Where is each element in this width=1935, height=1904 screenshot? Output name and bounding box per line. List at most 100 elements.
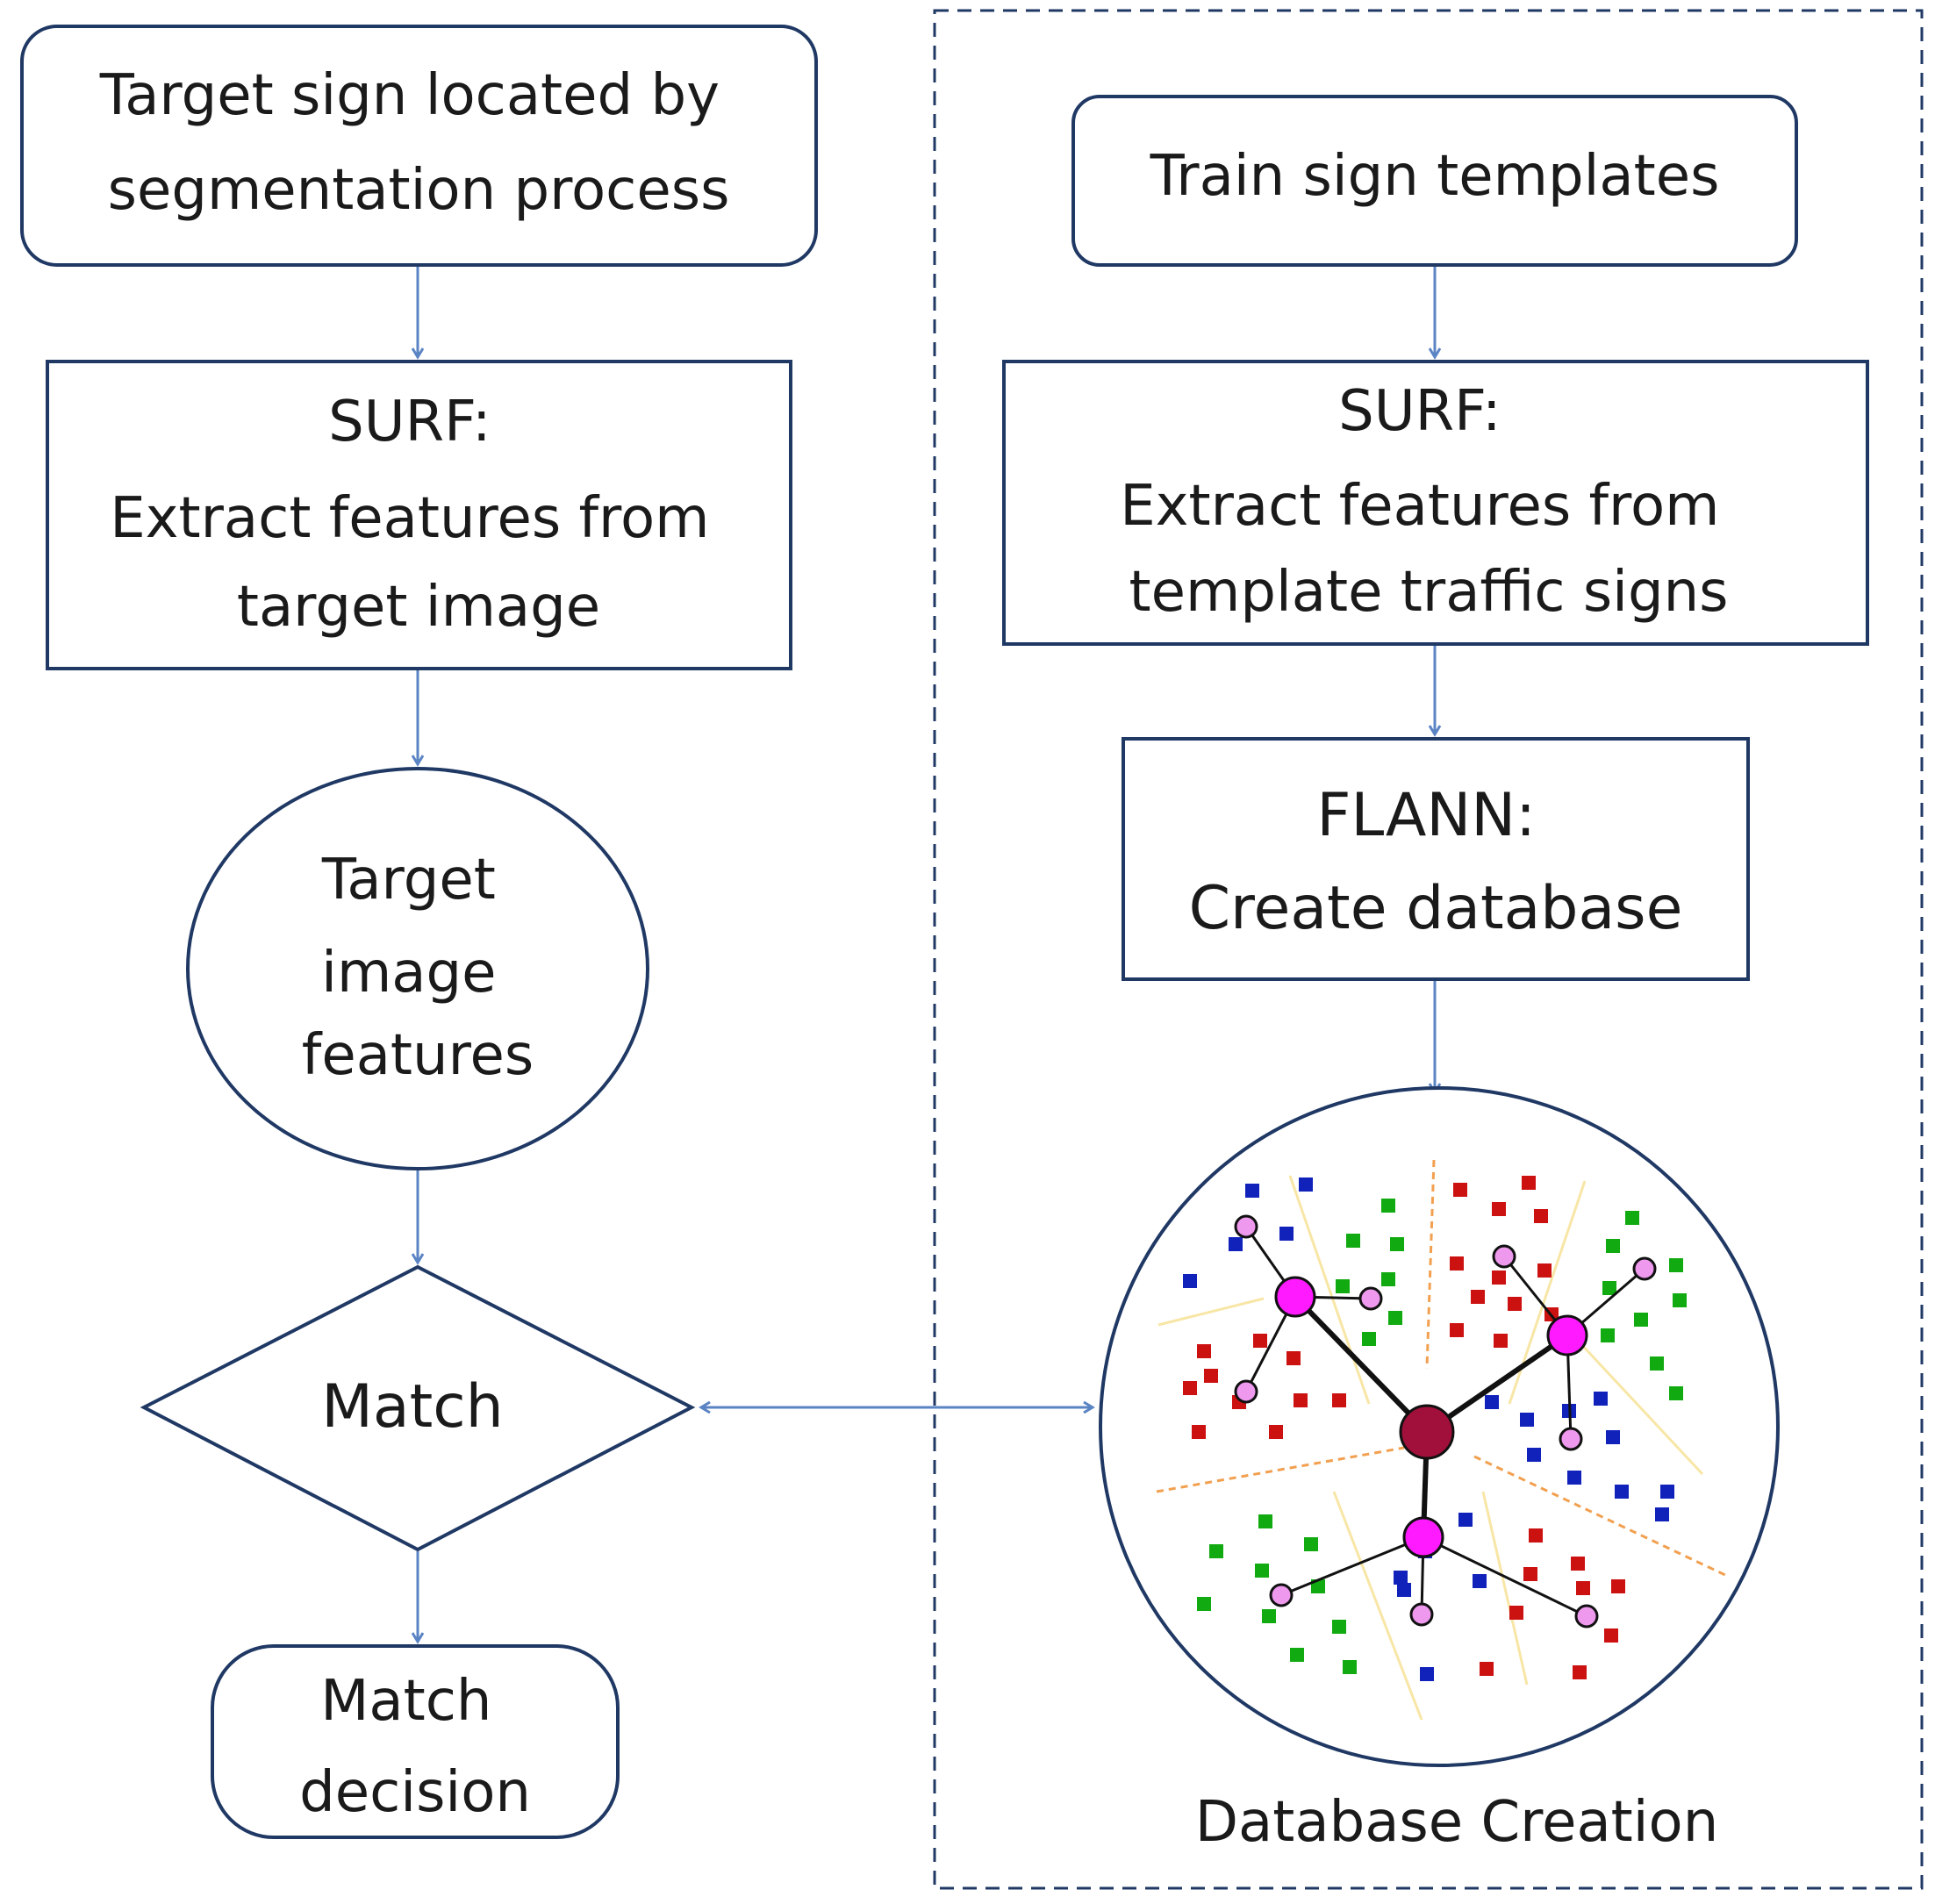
tree-leaf-node xyxy=(1358,1286,1383,1311)
feature-dot xyxy=(1388,1311,1402,1325)
surf-template-line-3: template traffic signs xyxy=(1129,560,1729,625)
feature-dot xyxy=(1650,1356,1664,1371)
feature-dot xyxy=(1253,1334,1267,1348)
feature-dot xyxy=(1453,1183,1467,1197)
feature-dot xyxy=(1527,1448,1541,1462)
tree-inner-node xyxy=(1546,1314,1588,1356)
flann-text: FLANN: Create database xyxy=(1189,781,1683,943)
match-diamond xyxy=(140,1264,696,1552)
feature-dot xyxy=(1332,1620,1346,1634)
feature-dot xyxy=(1197,1597,1211,1611)
tree-leaf-node xyxy=(1559,1427,1583,1451)
feature-dot xyxy=(1197,1344,1211,1358)
feature-dot xyxy=(1669,1258,1683,1272)
train-templates-box xyxy=(1071,95,1798,267)
feature-dot xyxy=(1601,1328,1615,1342)
surf-target-line-2: Extract features from xyxy=(110,486,709,551)
feature-dot xyxy=(1594,1392,1608,1406)
surf-template-line-2: Extract features from xyxy=(1120,474,1719,539)
partition-line xyxy=(1425,1159,1436,1370)
feature-dot xyxy=(1473,1574,1487,1588)
feature-dot xyxy=(1615,1485,1629,1499)
tree-leaf-node xyxy=(1269,1583,1294,1607)
feature-dot xyxy=(1673,1293,1687,1307)
start-box xyxy=(20,25,818,267)
feature-dot xyxy=(1576,1581,1590,1595)
feature-dot xyxy=(1294,1393,1308,1407)
feature-dot xyxy=(1480,1662,1494,1676)
partition-line xyxy=(1288,1175,1371,1405)
target-features-line-1: Target xyxy=(321,848,496,913)
tree-edge xyxy=(1423,1535,1587,1618)
feature-dot xyxy=(1192,1425,1206,1439)
train-templates-text: Train sign templates xyxy=(1150,144,1720,209)
feature-dot xyxy=(1381,1272,1395,1286)
surf-target-text: SURF: Extract features from target image xyxy=(110,390,727,640)
feature-dot xyxy=(1522,1176,1536,1190)
feature-dot xyxy=(1625,1211,1639,1225)
tree-leaf-node xyxy=(1409,1602,1434,1627)
flann-line-1: FLANN: xyxy=(1316,781,1536,850)
feature-dot xyxy=(1509,1606,1523,1620)
tree-dots-green xyxy=(1197,1199,1687,1674)
feature-dot xyxy=(1458,1513,1473,1527)
target-features-line-2: image xyxy=(321,941,496,1006)
feature-dot xyxy=(1471,1290,1485,1304)
feature-dot xyxy=(1485,1395,1499,1409)
start-line-2: segmentation process xyxy=(108,158,730,223)
tree-edge xyxy=(1280,1535,1424,1597)
tree-leaf-node xyxy=(1574,1604,1599,1628)
feature-dot xyxy=(1420,1667,1434,1681)
feature-dot xyxy=(1606,1239,1620,1253)
surf-template-line-1: SURF: xyxy=(1338,379,1501,444)
feature-dot xyxy=(1523,1567,1537,1581)
flann-box xyxy=(1122,737,1750,981)
tree-leaf-node xyxy=(1492,1244,1516,1269)
target-features-text: Target image features xyxy=(302,848,534,1088)
feature-dot xyxy=(1332,1393,1346,1407)
feature-dot xyxy=(1397,1583,1411,1597)
feature-dot xyxy=(1394,1571,1408,1585)
feature-dot xyxy=(1245,1184,1259,1198)
partition-line xyxy=(1481,1491,1529,1686)
feature-dot xyxy=(1573,1665,1587,1679)
feature-dot xyxy=(1655,1507,1669,1521)
target-features-line-3: features xyxy=(302,1023,534,1088)
feature-dot xyxy=(1343,1660,1357,1674)
feature-dot xyxy=(1183,1381,1197,1395)
feature-dot xyxy=(1508,1297,1522,1311)
feature-dot xyxy=(1183,1274,1197,1288)
database-creation-group xyxy=(933,9,1924,1890)
match-decision-box xyxy=(211,1644,620,1839)
feature-dot xyxy=(1492,1271,1506,1285)
feature-dot xyxy=(1604,1628,1618,1643)
feature-dot xyxy=(1286,1351,1301,1365)
partition-line xyxy=(1578,1341,1704,1476)
feature-dot xyxy=(1669,1386,1683,1400)
tree-inner-node xyxy=(1274,1276,1316,1318)
feature-dot xyxy=(1229,1237,1243,1251)
surf-template-box xyxy=(1002,360,1869,646)
start-box-text: Target sign located by segmentation proc… xyxy=(99,63,738,223)
feature-dot xyxy=(1258,1514,1272,1528)
tree-edge xyxy=(1293,1294,1430,1435)
surf-target-line-1: SURF: xyxy=(328,390,491,455)
target-features-circle xyxy=(186,767,649,1170)
flann-line-2: Create database xyxy=(1189,874,1683,943)
start-line-1: Target sign located by xyxy=(99,63,720,128)
feature-dot xyxy=(1255,1564,1269,1578)
partition-line xyxy=(1157,1297,1265,1327)
database-creation-label: Database Creation xyxy=(1195,1790,1719,1855)
tree-inner-node xyxy=(1402,1516,1444,1558)
tree-leaf-node xyxy=(1234,1214,1258,1239)
feature-dot xyxy=(1299,1177,1313,1192)
feature-dot xyxy=(1304,1537,1318,1551)
feature-dot xyxy=(1537,1263,1552,1278)
surf-target-box xyxy=(46,360,792,670)
feature-dot xyxy=(1611,1579,1625,1593)
feature-dot xyxy=(1204,1369,1218,1383)
feature-dot xyxy=(1290,1648,1304,1662)
feature-dot xyxy=(1529,1528,1543,1543)
partition-line xyxy=(1473,1455,1728,1578)
